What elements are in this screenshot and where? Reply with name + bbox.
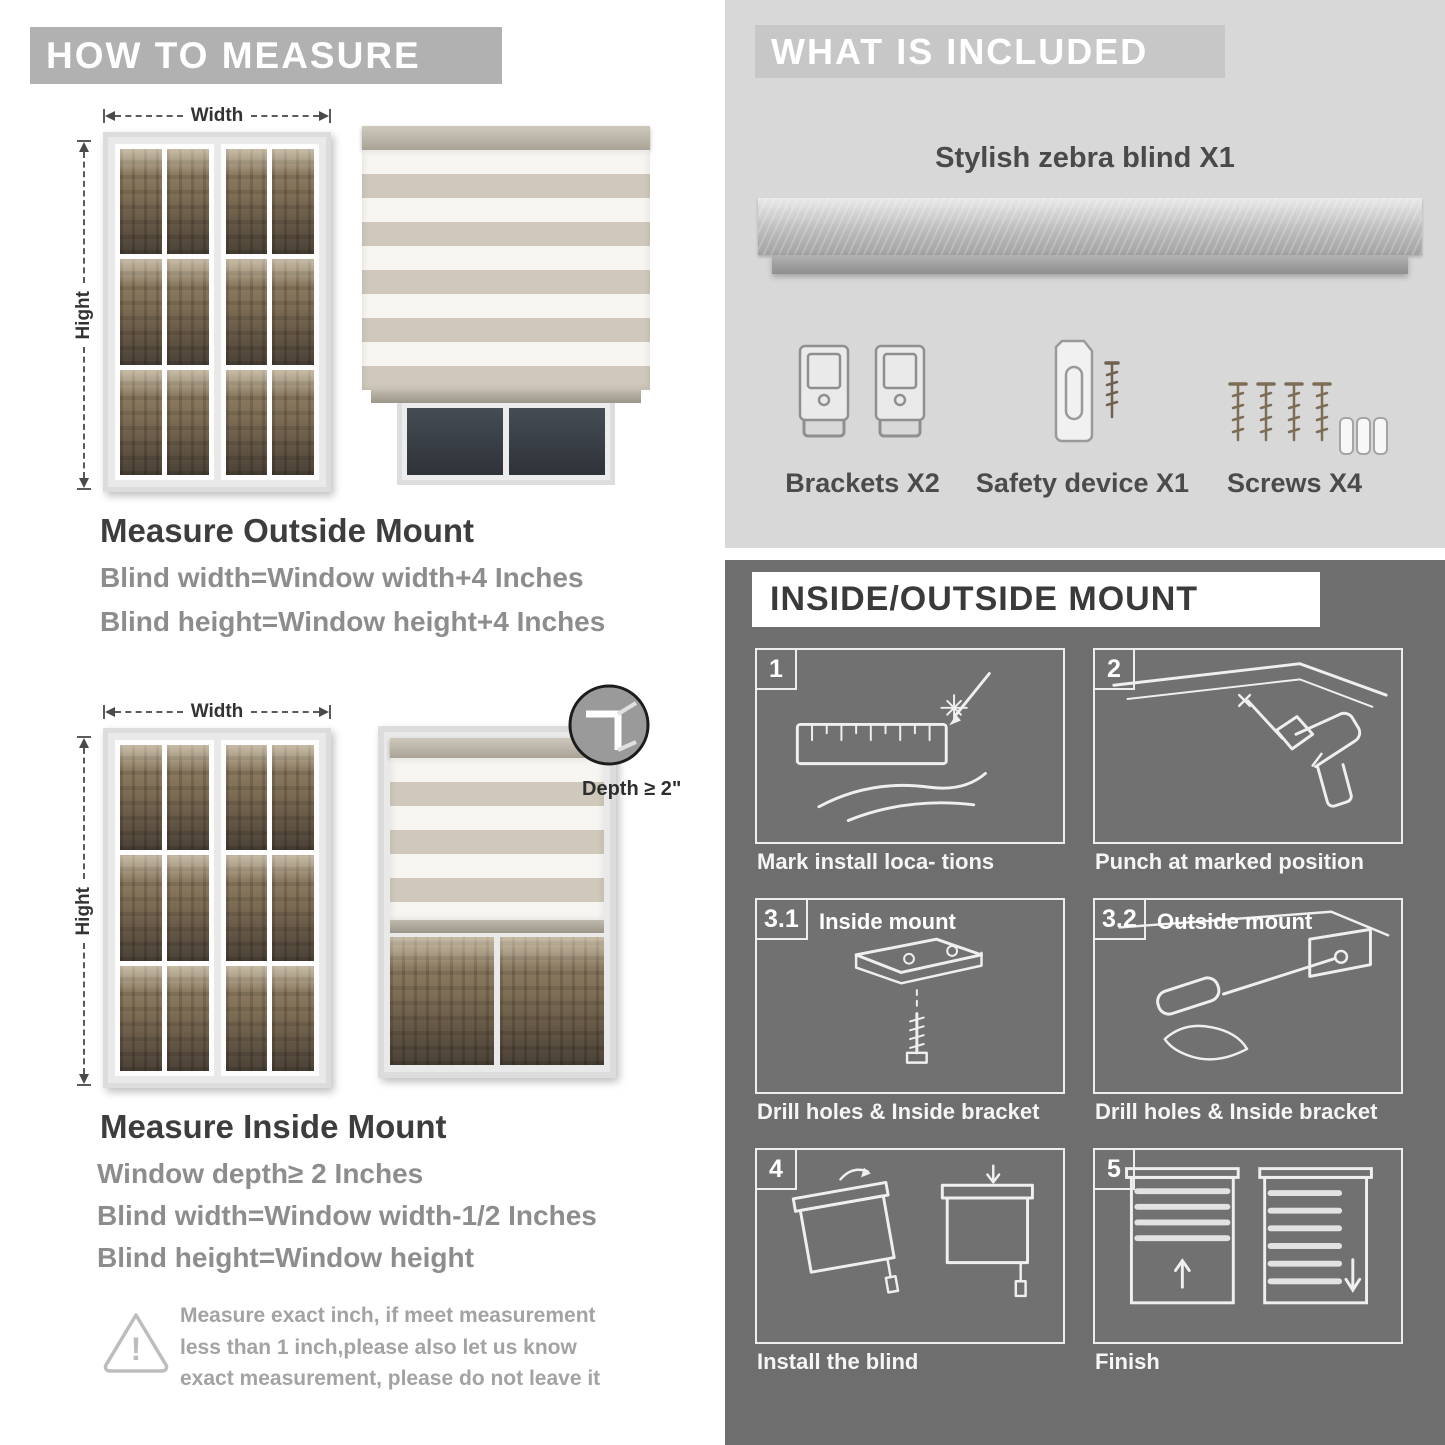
step-number: 1 bbox=[757, 650, 797, 690]
window-illustration bbox=[103, 728, 331, 1088]
finish-illustration bbox=[1125, 1167, 1373, 1305]
height-label: Hight bbox=[73, 290, 94, 340]
mark-location-illustration bbox=[795, 672, 991, 822]
step-number: 3.2 bbox=[1095, 900, 1146, 940]
step-caption: Finish bbox=[1095, 1349, 1160, 1374]
height-label: Hight bbox=[73, 886, 94, 936]
arrow-right-icon bbox=[319, 111, 329, 121]
included-section bbox=[725, 0, 1445, 548]
outside-rule-height: Blind height=Window height+4 Inches bbox=[100, 606, 606, 637]
arrow-tick bbox=[103, 109, 105, 123]
step-label: Outside mount bbox=[1157, 909, 1313, 934]
step-panel-3-1: 3.1 Inside mount bbox=[755, 898, 1065, 1094]
included-header: WHAT IS INCLUDED bbox=[755, 25, 1225, 78]
width-label: Width bbox=[190, 701, 244, 722]
screws-label: Screws X4 bbox=[1226, 468, 1363, 498]
inside-rule-height: Blind height=Window height bbox=[97, 1242, 474, 1273]
inside-rule-depth: Window depth≥ 2 Inches bbox=[97, 1158, 424, 1189]
arrow-tick bbox=[77, 140, 91, 142]
arrow-up-icon bbox=[79, 738, 89, 748]
width-arrow: Width bbox=[103, 701, 331, 722]
product-name: Stylish zebra blind X1 bbox=[935, 142, 1235, 174]
headrail-illustration bbox=[758, 198, 1422, 255]
inside-mount-title: Measure Inside Mount bbox=[100, 1108, 447, 1145]
blind-headrail bbox=[390, 738, 604, 758]
arrow-left-icon bbox=[105, 707, 115, 717]
window-sash bbox=[115, 740, 214, 1076]
warning-icon: ! bbox=[103, 1313, 169, 1373]
step-panel-5: 5 bbox=[1093, 1148, 1403, 1344]
width-label: Width bbox=[190, 105, 244, 126]
warning-mark: ! bbox=[131, 1331, 142, 1367]
depth-note: Depth ≥ 2" bbox=[582, 778, 682, 800]
brackets-label: Brackets X2 bbox=[785, 468, 940, 498]
inside-mount-blind-illustration bbox=[378, 726, 616, 1078]
step-caption: Drill holes & Inside bracket bbox=[757, 1099, 1040, 1124]
screws-icon bbox=[1228, 382, 1388, 455]
how-to-measure-header: HOW TO MEASURE bbox=[30, 27, 502, 84]
inside-bracket-illustration bbox=[854, 937, 983, 1064]
step-caption: Punch at marked position bbox=[1095, 849, 1364, 874]
arrow-tick bbox=[77, 488, 91, 491]
outside-rule-width: Blind width=Window width+4 Inches bbox=[100, 562, 584, 593]
arrow-up-icon bbox=[79, 142, 89, 152]
zebra-stripes bbox=[362, 150, 650, 390]
step-panel-2: 2 bbox=[1093, 648, 1403, 844]
mount-header: INSIDE/OUTSIDE MOUNT bbox=[752, 572, 1320, 627]
step-number: 3.1 bbox=[757, 900, 808, 940]
blind-headrail bbox=[362, 126, 650, 150]
install-blind-illustration bbox=[791, 1164, 1034, 1298]
blind-bottomrail bbox=[390, 920, 604, 933]
zebra-stripes bbox=[390, 758, 604, 920]
outside-bracket-illustration bbox=[1118, 910, 1390, 1061]
arrow-down-icon bbox=[79, 1074, 89, 1085]
drill-illustration bbox=[1112, 662, 1388, 808]
window-below-blind bbox=[396, 403, 616, 485]
bottomrail-illustration bbox=[772, 255, 1408, 274]
height-arrow: Hight bbox=[73, 140, 94, 491]
step-panel-1: 1 bbox=[755, 648, 1065, 844]
arrow-down-icon bbox=[79, 478, 89, 489]
height-arrow: Hight bbox=[73, 736, 94, 1087]
outside-mount-blind-illustration bbox=[362, 126, 650, 485]
width-arrow: Width bbox=[103, 105, 331, 126]
step-caption: Drill holes & Inside bracket bbox=[1095, 1099, 1378, 1124]
arrow-left-icon bbox=[105, 111, 115, 121]
window-sash bbox=[115, 144, 214, 480]
step-caption: Install the blind bbox=[757, 1349, 919, 1374]
step-panel-3-2: 3.2 Outside mount bbox=[1093, 898, 1403, 1094]
warning-text: Measure exact inch, if meet measurement … bbox=[180, 1304, 601, 1390]
arrow-tick bbox=[329, 109, 331, 123]
step-label: Inside mount bbox=[819, 909, 956, 934]
window-below-blind bbox=[390, 937, 604, 1065]
step-number: 4 bbox=[757, 1150, 797, 1190]
depth-zoom-circle bbox=[568, 684, 650, 766]
anchors-icon bbox=[1339, 417, 1388, 455]
bracket-icon bbox=[798, 344, 850, 438]
safety-device-icon bbox=[1054, 339, 1120, 443]
step-number: 5 bbox=[1095, 1150, 1135, 1190]
inside-rule-width: Blind width=Window width-1/2 Inches bbox=[97, 1200, 597, 1231]
step-number: 2 bbox=[1095, 650, 1135, 690]
window-sash bbox=[220, 740, 319, 1076]
blind-bottomrail bbox=[370, 390, 642, 403]
window-illustration bbox=[103, 132, 331, 492]
bracket-icon bbox=[874, 344, 926, 438]
arrow-right-icon bbox=[319, 707, 329, 717]
window-sash bbox=[220, 144, 319, 480]
step-panel-4: 4 bbox=[755, 1148, 1065, 1344]
safety-device-label: Safety device X1 bbox=[975, 468, 1190, 498]
outside-mount-title: Measure Outside Mount bbox=[100, 512, 475, 549]
step-caption: Mark install loca- tions bbox=[757, 849, 995, 874]
